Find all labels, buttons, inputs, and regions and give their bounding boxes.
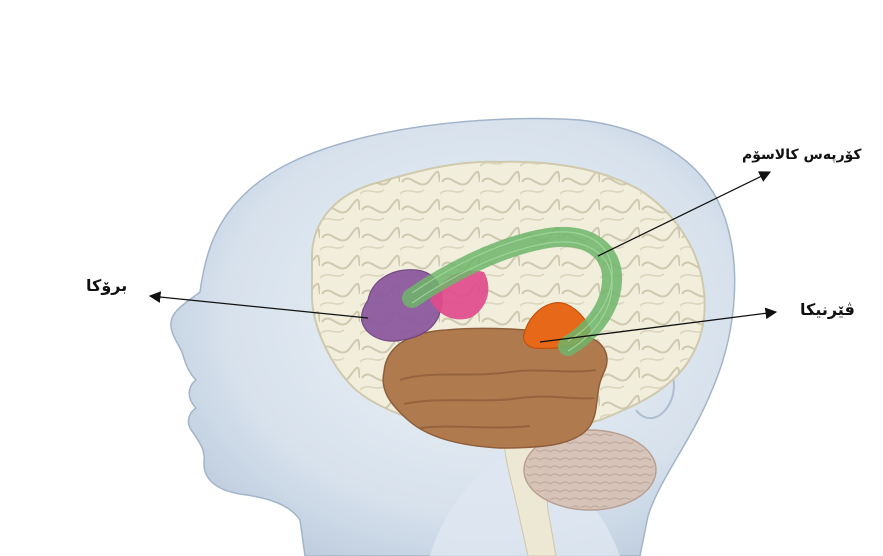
wernicke-label: ڤێرنیکا — [800, 302, 855, 318]
corpus-callosum-label: کۆرپەس کالاسۆم — [742, 148, 862, 162]
broca-label: برۆکا — [86, 278, 127, 294]
